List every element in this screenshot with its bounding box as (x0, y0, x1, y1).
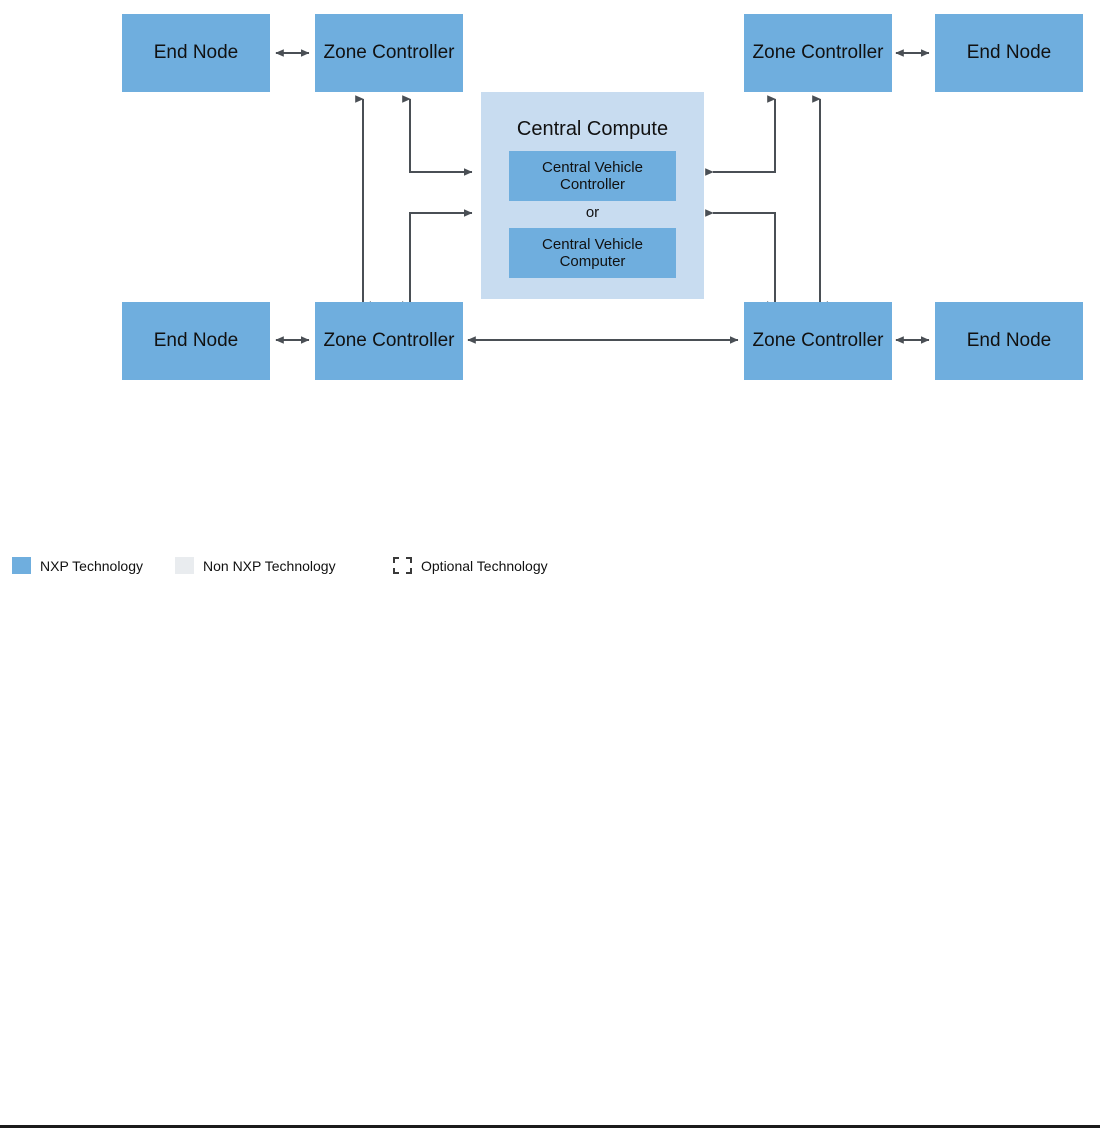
nxp-blue-swatch-icon (12, 557, 31, 574)
link-zone-tr-central-upper (705, 95, 776, 176)
central-vehicle-controller-box[interactable]: Central Vehicle Controller (509, 151, 676, 201)
legend-item-nxp: NXP Technology (12, 557, 143, 574)
legend-item-non-nxp: Non NXP Technology (175, 557, 336, 574)
diagram-canvas: Central Compute Central Vehicle Controll… (0, 14, 1100, 1128)
end-node-bottom-right[interactable]: End Node (935, 302, 1083, 380)
legend-label-nxp: NXP Technology (40, 557, 143, 574)
end-node-bottom-left[interactable]: End Node (122, 302, 270, 380)
end-node-top-left[interactable]: End Node (122, 14, 270, 92)
link-zone-tl-central-upper (402, 95, 473, 176)
link-zone-br-central-lower (705, 209, 776, 309)
zone-controller-bottom-left[interactable]: Zone Controller (315, 302, 463, 380)
end-node-top-right[interactable]: End Node (935, 14, 1083, 92)
link-zone-bl-central-lower (401, 209, 473, 309)
legend-label-optional: Optional Technology (421, 557, 548, 574)
optional-dashed-swatch-icon (393, 557, 412, 574)
zone-controller-top-left[interactable]: Zone Controller (315, 14, 463, 92)
zone-controller-bottom-right[interactable]: Zone Controller (744, 302, 892, 380)
zone-controller-top-right[interactable]: Zone Controller (744, 14, 892, 92)
central-compute-title: Central Compute (516, 118, 669, 140)
legend-label-non-nxp: Non NXP Technology (203, 557, 336, 574)
central-vehicle-computer-box[interactable]: Central Vehicle Computer (509, 228, 676, 278)
central-compute-or-label: or (585, 204, 600, 221)
central-compute-panel: Central Compute Central Vehicle Controll… (481, 92, 704, 299)
non-nxp-grey-swatch-icon (175, 557, 194, 574)
legend: NXP Technology Non NXP Technology Option… (0, 548, 1100, 1128)
legend-item-optional: Optional Technology (393, 557, 548, 574)
